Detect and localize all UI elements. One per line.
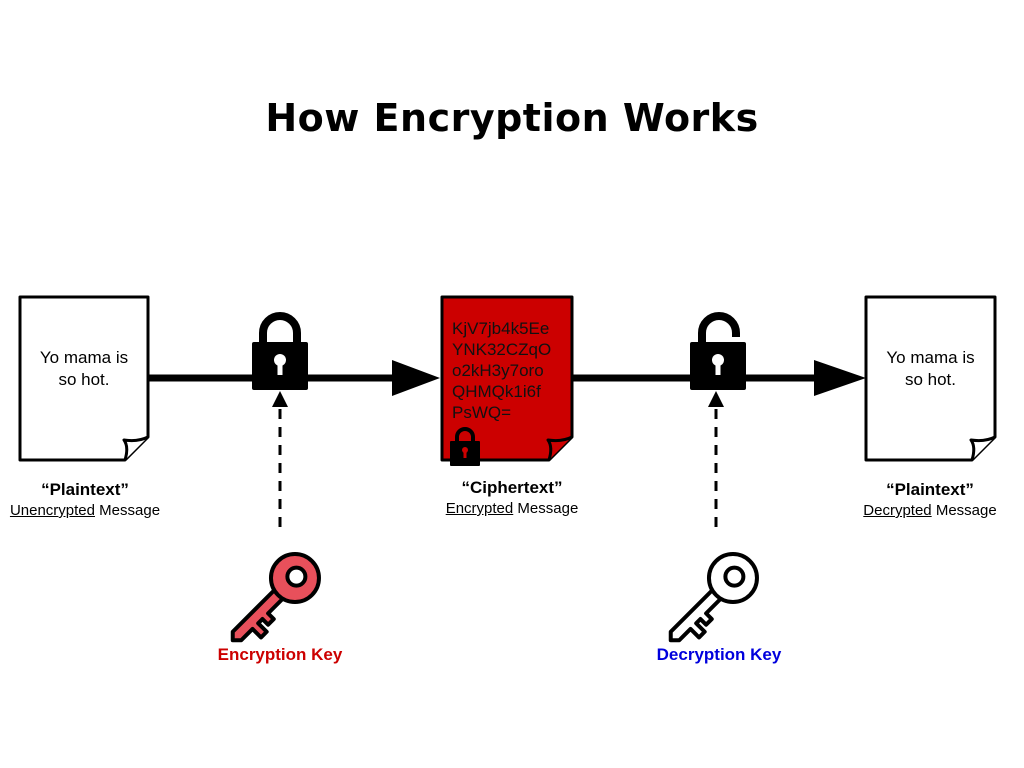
cipher-line: QHMQk1i6f [452,382,541,401]
open-padlock-icon [690,312,746,390]
encryption-key-label: Encryption Key [217,645,343,664]
caption-ciphertext-rest: Message [513,500,579,517]
cipher-line: o2kH3y7oro [452,361,544,380]
plaintext-document-text: Yo mama is so hot. [20,347,148,391]
caption-plaintext-underlined: Unencrypted [9,502,95,519]
caption-ciphertext-sub: Encrypted Message [412,499,612,519]
cipher-line: YNK32CZqO [452,340,552,359]
caption-ciphertext-underlined: Encrypted [445,500,514,517]
caption-ciphertext: “Ciphertext” Encrypted Message [412,477,612,519]
closed-padlock-icon [252,312,308,390]
decrypted-document-icon [864,295,997,462]
cipher-line: KjV7jb4k5Ee [452,319,550,338]
decryption-key-label: Decryption Key [656,645,782,664]
caption-plaintext-sub: Unencrypted Message [0,501,185,521]
decrypted-line-2: so hot. [904,370,957,389]
decryption-key-arrowhead [708,391,724,407]
caption-decrypted-rest: Message [931,502,997,519]
caption-decrypted: “Plaintext” Decrypted Message [830,479,1024,521]
arrowhead-into-cipher [392,360,440,396]
diagram-title: How Encryption Works [265,96,759,140]
key-arrows [272,391,724,527]
caption-plaintext: “Plaintext” Unencrypted Message [0,479,185,521]
encryption-key-arrowhead [272,391,288,407]
decrypted-line-1: Yo mama is [886,348,975,367]
small-padlock-icon [450,427,480,466]
encryption-key-icon [230,552,321,643]
caption-decrypted-sub: Decrypted Message [830,501,1024,521]
arrowhead-into-decrypted [814,360,866,396]
plaintext-document-icon [18,295,150,462]
plaintext-line-1: Yo mama is [39,348,129,367]
ciphertext-document-text: KjV7jb4k5Ee YNK32CZqO o2kH3y7oro QHMQk1i… [452,318,570,423]
caption-plaintext-title: “Plaintext” [41,480,129,499]
caption-ciphertext-title: “Ciphertext” [461,478,563,497]
caption-plaintext-rest: Message [95,502,161,519]
caption-decrypted-underlined: Decrypted [863,502,932,519]
cipher-line: PsWQ= [452,403,512,422]
decrypted-document-text: Yo mama is so hot. [866,347,995,391]
ciphertext-document-icon [440,295,574,462]
plaintext-line-2: so hot. [58,370,110,389]
decryption-key-icon [668,552,759,643]
caption-decrypted-title: “Plaintext” [886,480,974,499]
